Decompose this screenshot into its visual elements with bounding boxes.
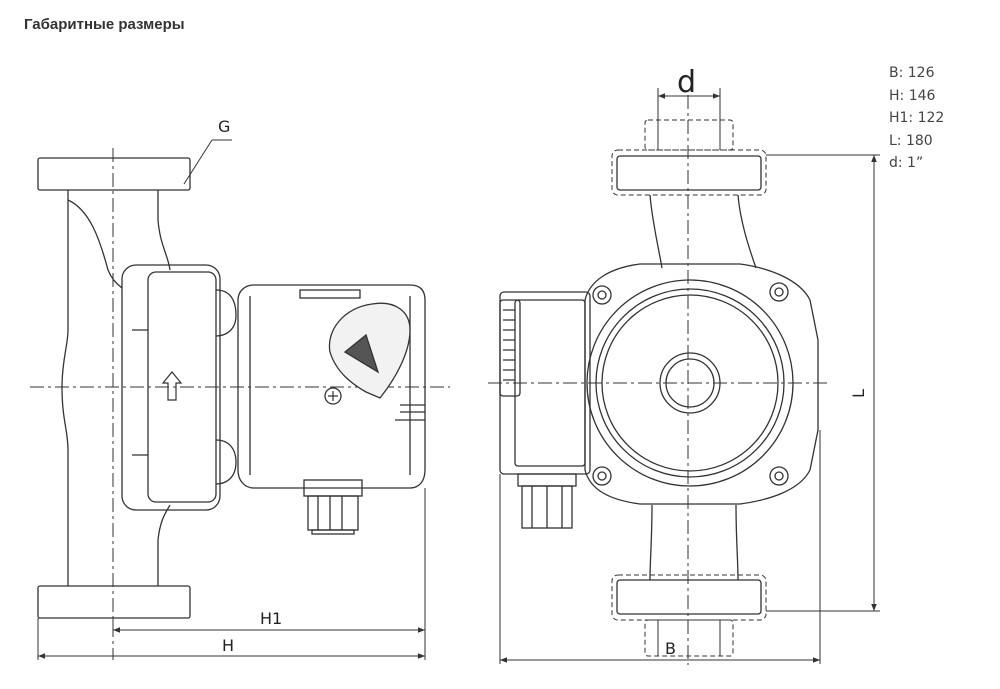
label-b: B [665, 639, 676, 658]
label-l: L [849, 389, 868, 398]
label-h1: H1 [260, 609, 282, 628]
spec-h: H: 146 [889, 87, 936, 104]
label-d: d [677, 65, 696, 100]
top-flange [37, 157, 191, 191]
front-view [488, 88, 880, 665]
page-title: Габаритные размеры [24, 16, 185, 33]
side-view [30, 139, 450, 660]
label-g: G [218, 117, 230, 136]
spec-h1: H1: 122 [889, 110, 945, 126]
spec-l: L: 180 [889, 132, 933, 149]
spec-b: B: 126 [889, 65, 935, 81]
bottom-flange [37, 585, 191, 619]
dimension-specs: B: 126 H: 146 H1: 122 L: 180 d: 1” [889, 62, 944, 175]
label-h: H [222, 636, 234, 655]
spec-d: d: 1” [889, 155, 924, 171]
